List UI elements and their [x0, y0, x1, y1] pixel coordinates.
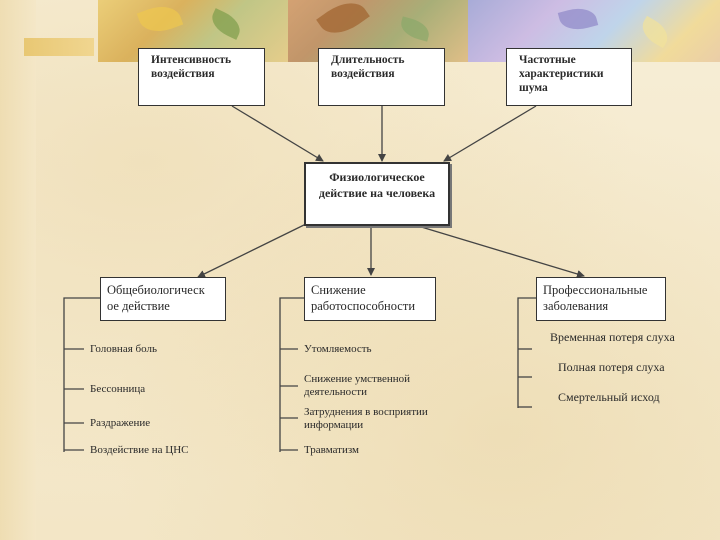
bracket-disease	[517, 297, 536, 408]
center-box-physiological-effect: Физиологическое действие на человека	[304, 162, 450, 226]
effect-perception-difficulty: Затруднения в восприятии информации	[304, 406, 428, 431]
effect-insomnia: Бессонница	[90, 383, 146, 395]
category-label-general: Общебиологическ ое действие	[107, 283, 205, 313]
left-decor-strip	[0, 0, 36, 540]
effect-temporary-hearing-loss: Временная потеря слуха	[550, 330, 675, 344]
category-box-work: Снижение работоспособности	[304, 277, 436, 321]
category-label-work: Снижение работоспособности	[311, 283, 416, 313]
source-box-intensity: Интенсивность воздействия	[138, 48, 265, 106]
source-label-frequency: Частотные характеристики шума	[519, 54, 604, 94]
arrow-center-to-general	[197, 223, 307, 278]
effect-total-hearing-loss: Полная потеря слуха	[558, 360, 665, 374]
effect-irritation: Раздражение	[90, 417, 151, 429]
category-box-general: Общебиологическ ое действие	[100, 277, 226, 321]
arrow-intensity-to-center	[231, 105, 324, 162]
arrow-center-to-disease	[417, 225, 585, 278]
source-label-intensity: Интенсивность воздействия	[151, 54, 232, 80]
bracket-work	[279, 297, 304, 452]
arrow-frequency-to-center	[443, 105, 537, 162]
effect-injuries: Травматизм	[304, 444, 360, 456]
source-box-duration: Длительность воздействия	[318, 48, 445, 106]
effect-fatigue: Утомляемость	[304, 343, 372, 355]
effect-cns: Воздействие на ЦНС	[90, 444, 189, 456]
category-box-disease: Профессиональные заболевания	[536, 277, 666, 321]
center-label: Физиологическое действие на человека	[318, 170, 436, 200]
source-label-duration: Длительность воздействия	[331, 54, 405, 80]
effect-fatal-outcome: Смертельный исход	[558, 390, 660, 404]
effect-headache: Головная боль	[90, 343, 157, 355]
source-box-frequency: Частотные характеристики шума	[506, 48, 632, 106]
effect-mental-decline: Снижение умственной деятельности	[304, 373, 411, 398]
bracket-general	[63, 297, 100, 452]
category-label-disease: Профессиональные заболевания	[543, 283, 648, 313]
decor-bar	[24, 38, 94, 56]
